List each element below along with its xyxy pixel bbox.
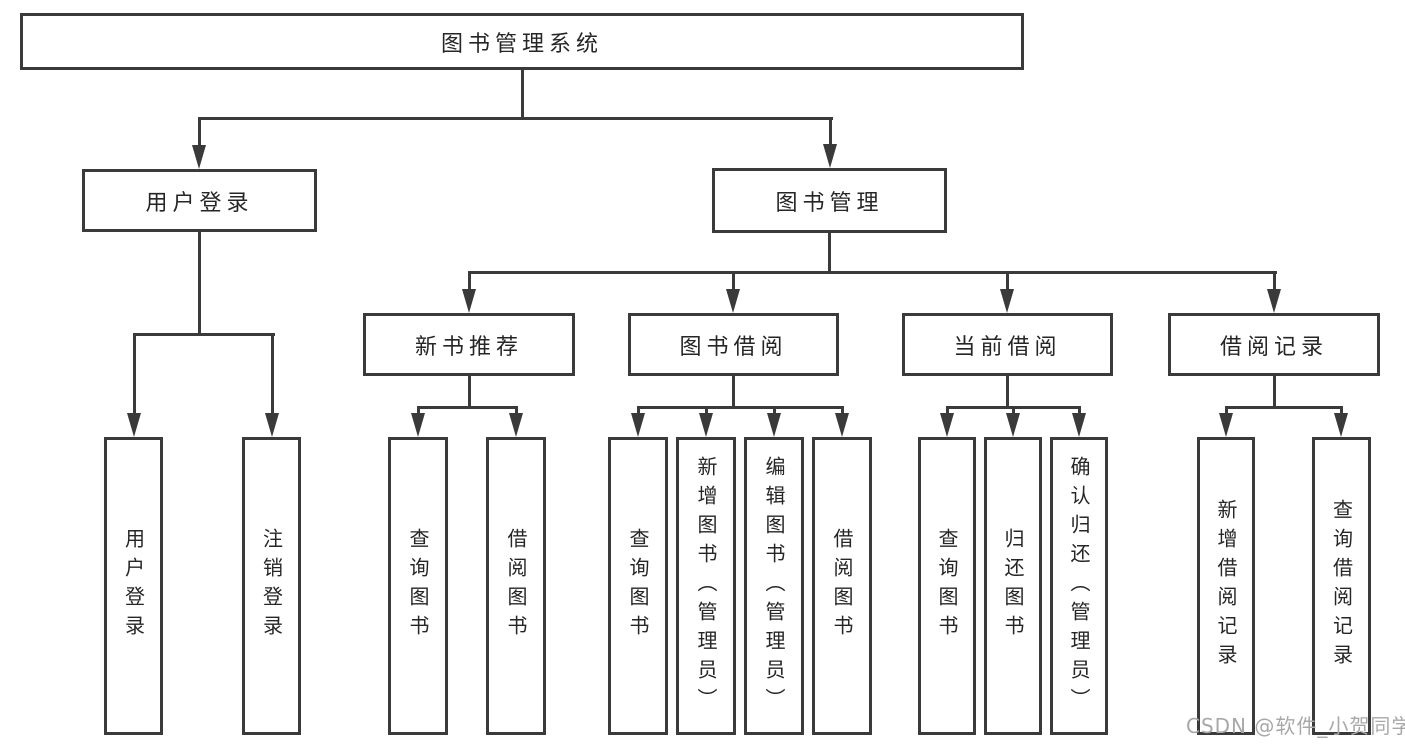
connector-line	[468, 271, 471, 291]
node-current-borrowing: 当前借阅	[902, 313, 1113, 376]
connector-line	[198, 117, 201, 147]
arrowhead-down-icon	[699, 413, 713, 437]
arrowhead-down-icon	[767, 413, 781, 437]
arrowhead-down-icon	[1000, 289, 1014, 313]
connector-line	[133, 333, 275, 336]
connector-line	[773, 406, 776, 416]
connector-line	[1225, 406, 1228, 416]
leaf-logout: 注销登录	[242, 437, 301, 735]
connector-line	[521, 70, 524, 118]
connector-line	[1078, 406, 1081, 416]
connector-line	[732, 271, 735, 291]
connector-line	[637, 406, 640, 416]
connector-line	[1273, 271, 1276, 291]
arrowhead-down-icon	[411, 413, 425, 437]
connector-line	[1006, 271, 1009, 291]
arrowhead-down-icon	[823, 144, 837, 168]
leaf-current-return-book: 归还图书	[984, 437, 1042, 735]
leaf-recommend-borrow-book: 借阅图书	[486, 437, 546, 735]
arrowhead-down-icon	[1072, 413, 1086, 437]
arrowhead-down-icon	[835, 413, 849, 437]
leaf-records-query-record: 查询借阅记录	[1312, 437, 1371, 735]
connector-line	[417, 406, 420, 416]
connector-line	[829, 117, 832, 146]
arrowhead-down-icon	[1267, 289, 1281, 313]
node-current-borrowing-label: 当前借阅	[953, 334, 1062, 360]
connector-line	[1340, 406, 1343, 416]
connector-line	[1273, 376, 1276, 409]
arrowhead-down-icon	[509, 413, 523, 437]
node-user-login: 用户登录	[82, 169, 317, 232]
connector-line	[946, 406, 949, 416]
leaf-user-login: 用户登录	[104, 437, 163, 735]
arrowhead-down-icon	[127, 413, 141, 437]
node-new-book-recommend-label: 新书推荐	[414, 334, 523, 360]
arrowhead-down-icon	[192, 145, 206, 169]
node-book-borrowing: 图书借阅	[628, 313, 839, 376]
arrowhead-down-icon	[265, 413, 279, 437]
connector-line	[705, 406, 708, 416]
leaf-recommend-query-book: 查询图书	[388, 437, 448, 735]
node-new-book-recommend: 新书推荐	[363, 313, 575, 376]
leaf-borrowing-borrow-book: 借阅图书	[812, 437, 872, 735]
connector-line	[468, 271, 1277, 274]
arrowhead-down-icon	[1334, 413, 1348, 437]
node-book-management: 图书管理	[712, 168, 947, 233]
connector-line	[1225, 406, 1343, 409]
node-book-management-label: 图书管理	[775, 190, 884, 216]
node-borrowing-records-label: 借阅记录	[1219, 334, 1328, 360]
connector-line	[271, 333, 274, 415]
connector-line	[133, 333, 136, 415]
connector-line	[1006, 376, 1009, 409]
arrowhead-down-icon	[631, 413, 645, 437]
connector-line	[515, 406, 518, 416]
connector-line	[841, 406, 844, 416]
leaf-borrowing-add-book: 新增图书（管理员）	[676, 437, 736, 735]
node-book-borrowing-label: 图书借阅	[679, 334, 788, 360]
leaf-current-query-book: 查询图书	[918, 437, 976, 735]
arrowhead-down-icon	[462, 289, 476, 313]
arrowhead-down-icon	[1219, 413, 1233, 437]
leaf-borrowing-query-book: 查询图书	[608, 437, 668, 735]
leaf-current-confirm-return: 确认归还（管理员）	[1050, 437, 1108, 735]
arrowhead-down-icon	[726, 289, 740, 313]
arrowhead-down-icon	[1006, 413, 1020, 437]
watermark: CSDN @软件_小贺同学	[1186, 714, 1405, 738]
leaf-records-add-record: 新增借阅记录	[1197, 437, 1255, 735]
connector-line	[468, 376, 471, 409]
connector-line	[1012, 406, 1015, 416]
connector-line	[198, 232, 201, 336]
node-root-label: 图书管理系统	[440, 31, 603, 57]
arrowhead-down-icon	[940, 413, 954, 437]
node-root: 图书管理系统	[20, 13, 1024, 70]
node-borrowing-records: 借阅记录	[1168, 313, 1380, 376]
leaf-borrowing-edit-book: 编辑图书（管理员）	[744, 437, 804, 735]
connector-line	[198, 117, 833, 120]
connector-line	[417, 406, 518, 409]
connector-line	[828, 233, 831, 273]
connector-line	[732, 376, 735, 409]
node-user-login-label: 用户登录	[145, 190, 254, 216]
connector-line	[637, 406, 843, 409]
